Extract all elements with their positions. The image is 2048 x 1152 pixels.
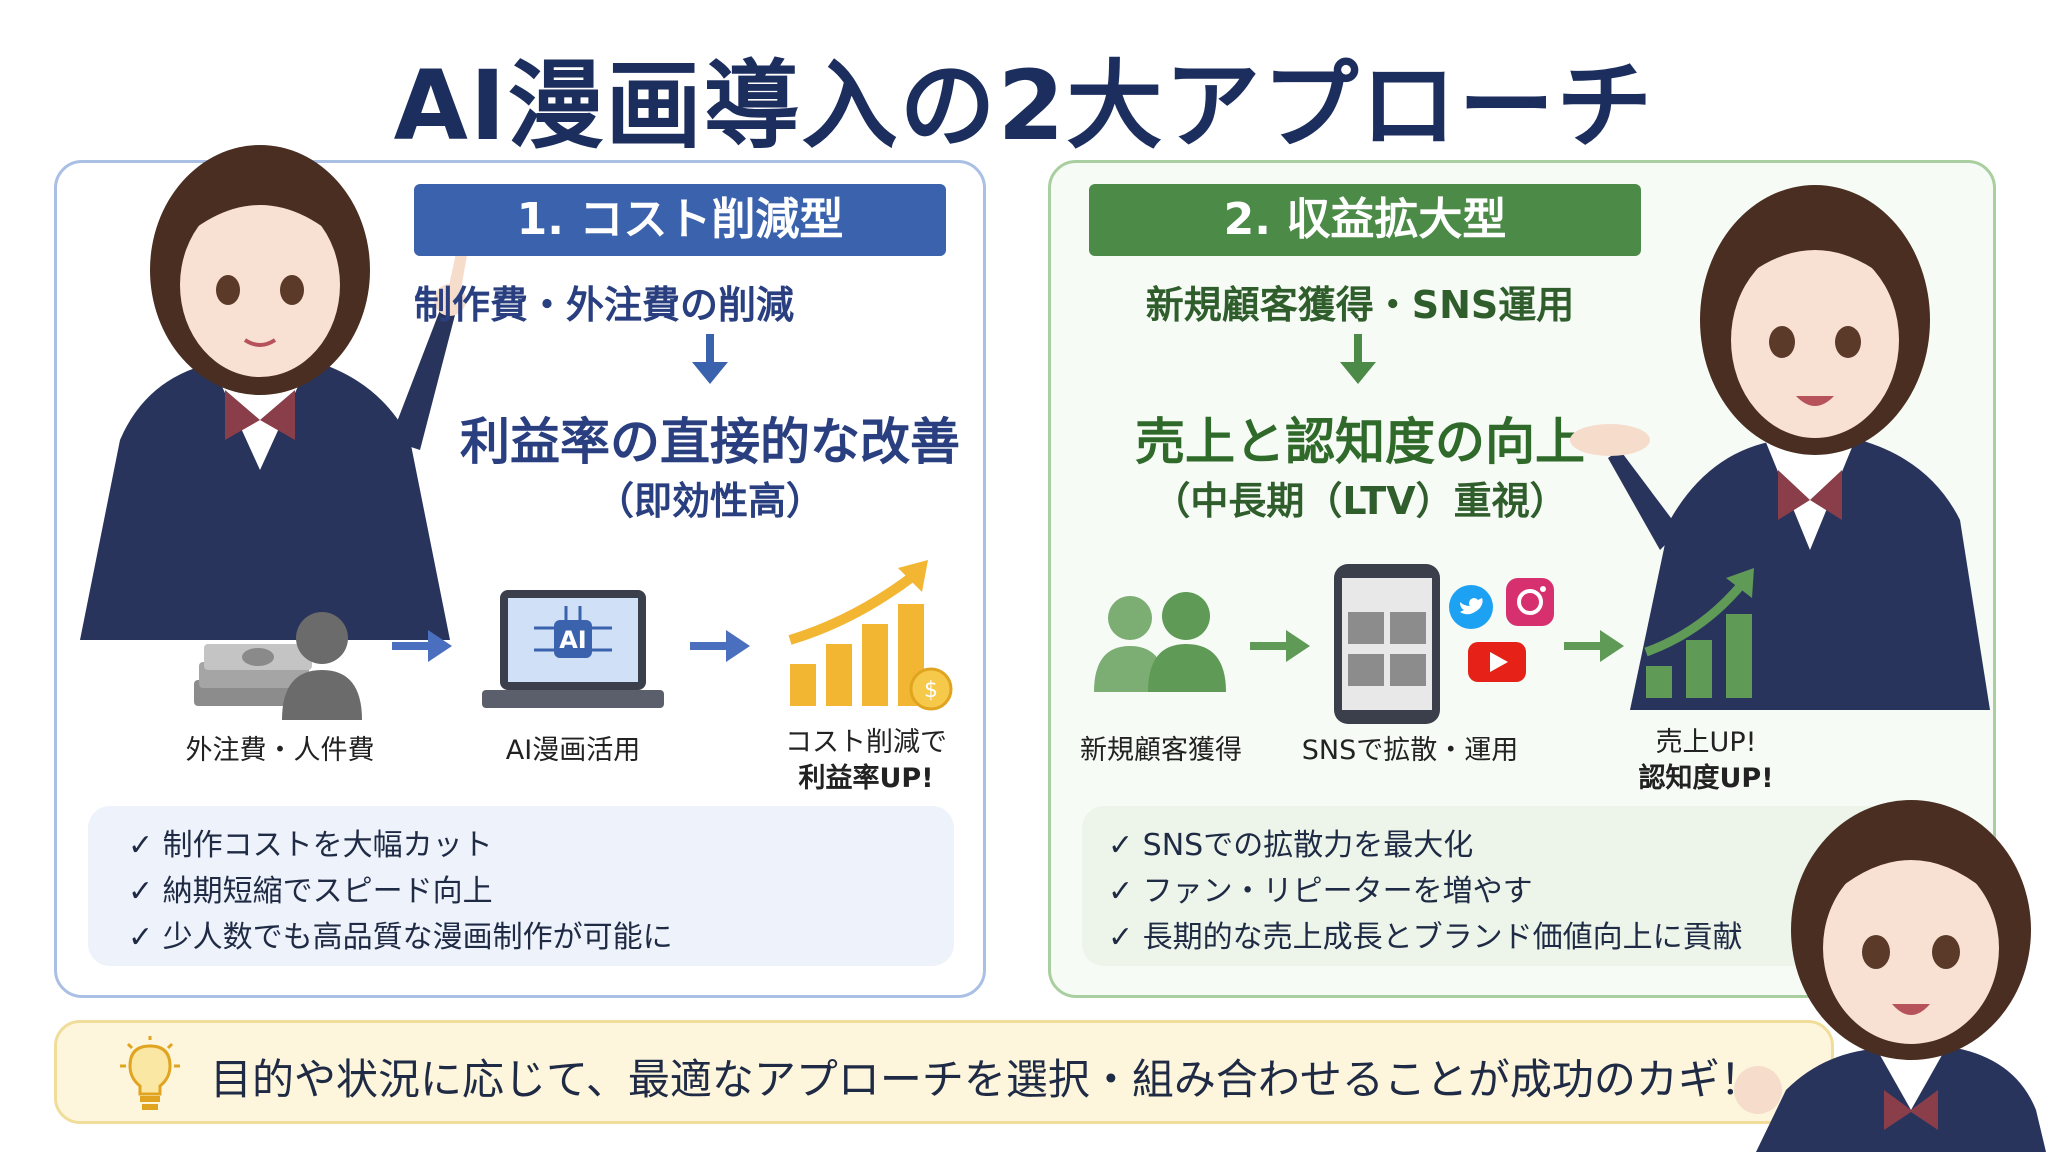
person-icon [282,612,362,720]
flow-label-profit-up: 利益率UP! [798,763,934,794]
money-icon [194,644,312,706]
flow-label-sales-up: 売上UP! [1655,727,1757,758]
svg-text:$: $ [924,678,938,703]
checklist-item: ✓ 長期的な売上成長とブランド価値向上に貢献 [1108,920,1743,955]
revenue-expansion-note: （中長期（LTV）重視） [1152,479,1568,523]
cost-reduction-subtitle: 制作費・外注費の削減 [414,283,795,327]
checklist-item: ✓ SNSでの拡散力を最大化 [1108,828,1474,863]
instagram-icon [1506,578,1554,626]
right-arrow-blue-icon [690,630,750,662]
schoolgirl-pointing-illustration [80,145,470,640]
checklist-item: ✓ 少人数でも高品質な漫画制作が可能に [128,920,673,955]
tip-banner [54,1020,1834,1124]
schoolgirl-cheering-illustration [1734,800,2046,1152]
flow-label-outsourcing: 外注費・人件費 [185,735,375,766]
checklist-item: ✓ ファン・リピーターを増やす [1108,874,1533,909]
page-title: AI漫画導入の2大アプローチ [393,50,1655,162]
schoolgirl-presenting-illustration [1570,185,1990,710]
checklist-item: ✓ 納期短縮でスピード向上 [128,874,493,909]
green-growth-chart-icon [1644,568,1754,698]
lightbulb-icon [120,1036,180,1110]
tip-text: 目的や状況に応じて、最適なアプローチを選択・組み合わせることが成功のカギ！ [210,1055,1762,1104]
cost-reduction-note: （即効性高） [595,479,824,523]
flow-label-awareness-up: 認知度UP! [1638,763,1774,794]
flow-label-ai-manga: AI漫画活用 [505,735,641,766]
twitter-icon [1449,585,1493,629]
checklist-item: ✓ 制作コストを大幅カット [128,828,493,863]
cost-reduction-ribbon: 1. コスト削減型 [414,184,946,256]
coin-icon: $ [909,667,953,711]
revenue-expansion-ribbon: 2. 収益拡大型 [1089,184,1641,256]
flow-label-sns-spread: SNSで拡散・運用 [1301,735,1519,766]
right-arrow-green-icon [1564,630,1624,662]
revenue-expansion-subtitle: 新規顧客獲得・SNS運用 [1145,283,1575,327]
flow-label-cost-cut: コスト削減で [785,727,947,758]
youtube-icon [1468,642,1526,682]
down-arrow-green-icon [1340,334,1376,384]
flow-label-new-customers: 新規顧客獲得 [1080,735,1242,766]
revenue-expansion-checklist [1082,806,1912,966]
cost-reduction-checklist [88,806,954,966]
laptop-ai-icon: AI [482,590,664,708]
ai-chip-label: AI [559,626,587,654]
users-icon [1094,592,1226,692]
down-arrow-blue-icon [692,334,728,384]
right-arrow-green-icon [1250,630,1310,662]
revenue-expansion-result: 売上と認知度の向上 [1135,413,1585,471]
growth-chart-icon [788,560,928,706]
cost-reduction-result: 利益率の直接的な改善 [460,413,960,471]
right-arrow-blue-icon [392,630,452,662]
smartphone-icon [1334,564,1440,724]
